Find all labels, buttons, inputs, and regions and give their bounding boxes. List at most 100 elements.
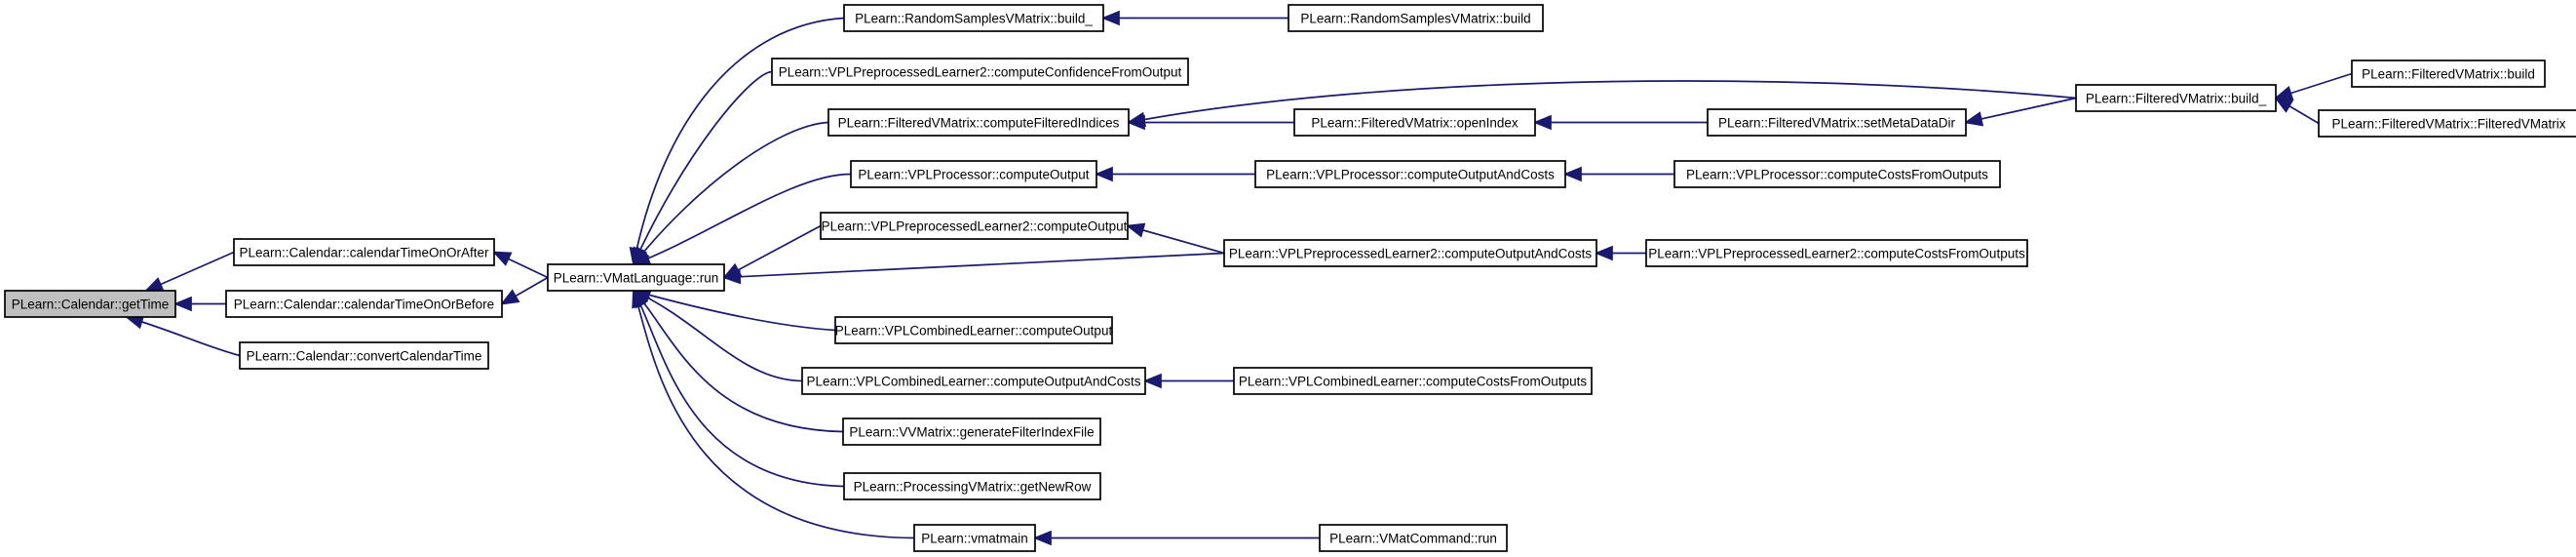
node-label: PLearn::RandomSamplesVMatrix::build (1300, 12, 1530, 26)
node-rsBuild[interactable]: PLearn::RandomSamplesVMatrix::build (1288, 4, 1544, 32)
edge-arrowhead (491, 251, 513, 266)
edge-calOnOrAfter-to-getTime (143, 251, 235, 292)
edge-arrowhead (1032, 530, 1052, 546)
edge-arrowhead (1532, 114, 1552, 131)
node-vmatRun[interactable]: PLearn::VMatLanguage::run (547, 263, 725, 292)
edge-rsBuild_-to-vmatRun (629, 17, 845, 267)
edge-line (126, 316, 241, 357)
node-box[interactable] (2318, 109, 2576, 138)
node-box[interactable] (827, 108, 1130, 137)
node-box[interactable] (1254, 160, 1566, 188)
node-label: PLearn::FilteredVMatrix::computeFiltered… (838, 116, 1120, 131)
node-label: PLearn::VPLPreprocessedLearner2::compute… (1648, 247, 2025, 261)
edge-arrowhead (1594, 245, 1613, 261)
edge-arrowhead (2273, 85, 2294, 100)
node-calOnOrBefore[interactable]: PLearn::Calendar::calendarTimeOnOrBefore (225, 290, 503, 318)
node-box[interactable] (233, 238, 495, 266)
node-getTime[interactable]: PLearn::Calendar::getTime (4, 290, 176, 318)
node-box[interactable] (2351, 60, 2546, 88)
node-convertCal[interactable]: PLearn::Calendar::convertCalendarTime (239, 341, 489, 370)
node-vvGenFI[interactable]: PLearn::VVMatrix::generateFilterIndexFil… (842, 418, 1101, 446)
node-label: PLearn::VPLProcessor::computeOutput (858, 168, 1089, 182)
node-box[interactable] (842, 418, 1101, 446)
edge-line (723, 224, 822, 279)
node-box[interactable] (2075, 84, 2277, 112)
node-box[interactable] (913, 524, 1036, 552)
node-fvBuild[interactable]: PLearn::FilteredVMatrix::build (2351, 60, 2546, 88)
node-vplpCompOut[interactable]: PLearn::VPLProcessor::computeOutput (850, 160, 1097, 188)
node-label: PLearn::FilteredVMatrix::setMetaDataDir (1718, 116, 1956, 131)
node-vmatmain[interactable]: PLearn::vmatmain (913, 524, 1036, 552)
node-vpl2CompOAC[interactable]: PLearn::VPLPreprocessedLearner2::compute… (1223, 239, 1597, 267)
node-label: PLearn::ProcessingVMatrix::getNewRow (854, 480, 1092, 495)
node-box[interactable] (801, 367, 1146, 395)
edge-fvCtor-to-fvBuild_ (2274, 97, 2320, 125)
node-calOnOrAfter[interactable]: PLearn::Calendar::calendarTimeOnOrAfter (233, 238, 495, 266)
edge-vmatRun-to-calOnOrAfter (491, 251, 549, 279)
node-vplpCompOAC[interactable]: PLearn::VPLProcessor::computeOutputAndCo… (1254, 160, 1566, 188)
node-label: PLearn::VPLPreprocessedLearner2::compute… (779, 65, 1182, 80)
edge-vplpCompOAC-to-vplpCompOut (1094, 166, 1255, 182)
node-box[interactable] (1288, 4, 1544, 32)
edge-line (633, 70, 773, 265)
node-box[interactable] (771, 58, 1189, 86)
node-procGetNew[interactable]: PLearn::ProcessingVMatrix::getNewRow (843, 472, 1101, 500)
node-label: PLearn::FilteredVMatrix::build (2362, 67, 2535, 82)
edge-convertCal-to-getTime (124, 314, 241, 357)
node-vplcCompOAC[interactable]: PLearn::VPLCombinedLearner::computeOutpu… (801, 367, 1146, 395)
node-box[interactable] (1707, 108, 1967, 137)
node-box[interactable] (225, 290, 503, 318)
node-box[interactable] (834, 316, 1113, 344)
node-fvCtor[interactable]: PLearn::FilteredVMatrix::FilteredVMatrix (2318, 109, 2576, 138)
node-vplcCompCFO[interactable]: PLearn::VPLCombinedLearner::computeCosts… (1233, 367, 1593, 395)
node-vplcCompOut[interactable]: PLearn::VPLCombinedLearner::computeOutpu… (834, 316, 1113, 344)
edge-arrowhead (721, 268, 742, 285)
node-vmatCmdRun[interactable]: PLearn::VMatCommand::run (1319, 524, 1508, 552)
node-box[interactable] (1293, 108, 1536, 137)
edge-arrowhead (632, 288, 646, 309)
edge-vpl2CompOut-to-vmatRun (722, 224, 822, 279)
node-box[interactable] (1673, 160, 2001, 188)
edge-vpl2CompCFO-to-vpl2CompOAC (1594, 245, 1646, 261)
node-box[interactable] (1645, 239, 2028, 267)
edge-vmatmain-to-vmatRun (632, 288, 915, 539)
edge-vmatRun-to-calOnOrBefore (500, 276, 549, 305)
node-box[interactable] (239, 341, 489, 370)
edge-arrowhead (1963, 111, 1984, 127)
edge-line (633, 290, 844, 433)
node-label: PLearn::VPLCombinedLearner::computeCosts… (1239, 375, 1587, 389)
node-fvBuild_[interactable]: PLearn::FilteredVMatrix::build_ (2075, 84, 2277, 112)
node-fvCompFI[interactable]: PLearn::FilteredVMatrix::computeFiltered… (827, 108, 1130, 137)
node-label: PLearn::RandomSamplesVMatrix::build_ (855, 12, 1093, 26)
node-box[interactable] (4, 290, 176, 318)
node-box[interactable] (820, 212, 1129, 240)
node-vplpCompCFO[interactable]: PLearn::VPLProcessor::computeCostsFromOu… (1673, 160, 2001, 188)
node-vpl2CompCFO[interactable]: PLearn::VPLPreprocessedLearner2::compute… (1645, 239, 2028, 267)
nodes-layer: PLearn::Calendar::getTimePLearn::Calenda… (4, 4, 2576, 552)
node-vplpConf[interactable]: PLearn::VPLPreprocessedLearner2::compute… (771, 58, 1189, 86)
node-box[interactable] (843, 472, 1101, 500)
node-label: PLearn::VPLCombinedLearner::computeOutpu… (835, 324, 1113, 338)
node-box[interactable] (1319, 524, 1508, 552)
edge-arrowhead (1562, 166, 1582, 182)
edge-calOnOrBefore-to-getTime (173, 296, 226, 312)
node-box[interactable] (547, 263, 725, 292)
node-fvSetMeta[interactable]: PLearn::FilteredVMatrix::setMetaDataDir (1707, 108, 1967, 137)
node-label: PLearn::FilteredVMatrix::openIndex (1311, 116, 1519, 131)
node-label: PLearn::Calendar::getTime (12, 298, 170, 312)
edge-line (1965, 97, 2077, 124)
edge-fvBuild-to-fvBuild_ (2273, 72, 2353, 100)
node-box[interactable] (1233, 367, 1593, 395)
node-fvOpenIdx[interactable]: PLearn::FilteredVMatrix::openIndex (1293, 108, 1536, 137)
node-box[interactable] (843, 4, 1104, 32)
edge-arrowhead (2274, 97, 2294, 113)
edge-arrowhead (500, 289, 520, 305)
node-box[interactable] (1223, 239, 1597, 267)
node-label: PLearn::FilteredVMatrix::FilteredVMatrix (2331, 117, 2565, 132)
node-rsBuild_[interactable]: PLearn::RandomSamplesVMatrix::build_ (843, 4, 1104, 32)
node-box[interactable] (850, 160, 1097, 188)
edge-arrowhead (1125, 222, 1146, 238)
node-label: PLearn::vmatmain (921, 532, 1028, 546)
node-vpl2CompOut[interactable]: PLearn::VPLPreprocessedLearner2::compute… (820, 212, 1129, 240)
